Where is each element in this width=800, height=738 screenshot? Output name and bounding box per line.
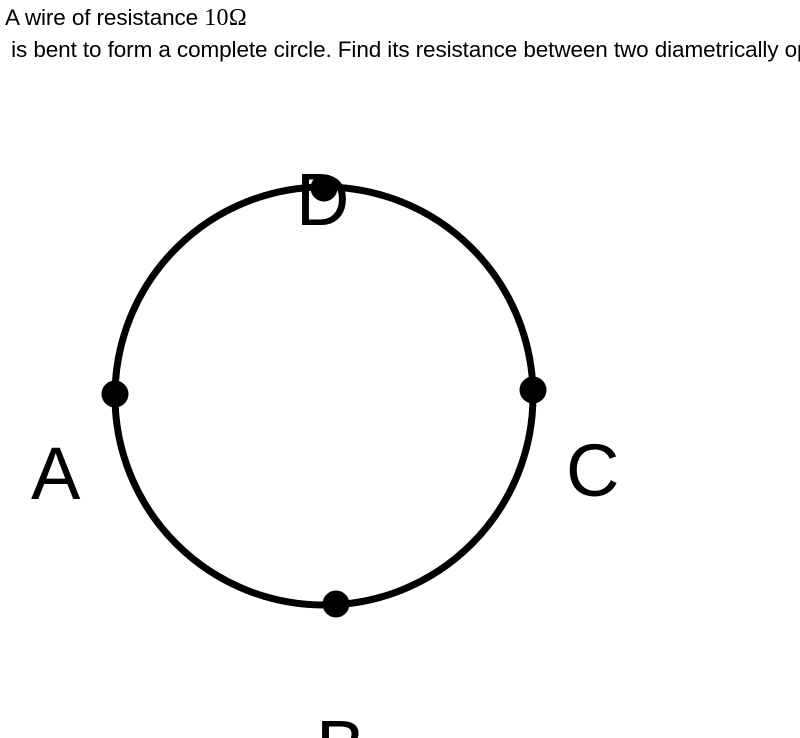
question-text-part-1: A wire of resistance <box>5 5 205 30</box>
question-statement: A wire of resistance 10Ω is bent to form… <box>5 2 800 65</box>
node-label-a: A <box>31 432 81 515</box>
question-text-part-2: is bent to form a complete circle. Find … <box>11 37 800 62</box>
wire-circle <box>111 183 537 609</box>
node-label-b: B <box>316 710 365 738</box>
circle-diagram-svg <box>101 174 547 618</box>
node-dot-c <box>519 376 547 404</box>
node-label-d: D <box>296 158 350 241</box>
resistance-value-math: 10Ω <box>204 5 247 31</box>
circuit-diagram: D C B A <box>0 75 800 738</box>
node-dot-b <box>322 590 350 618</box>
node-dot-a <box>101 380 129 408</box>
node-label-c: C <box>566 429 620 512</box>
node-dot-d <box>310 174 338 202</box>
